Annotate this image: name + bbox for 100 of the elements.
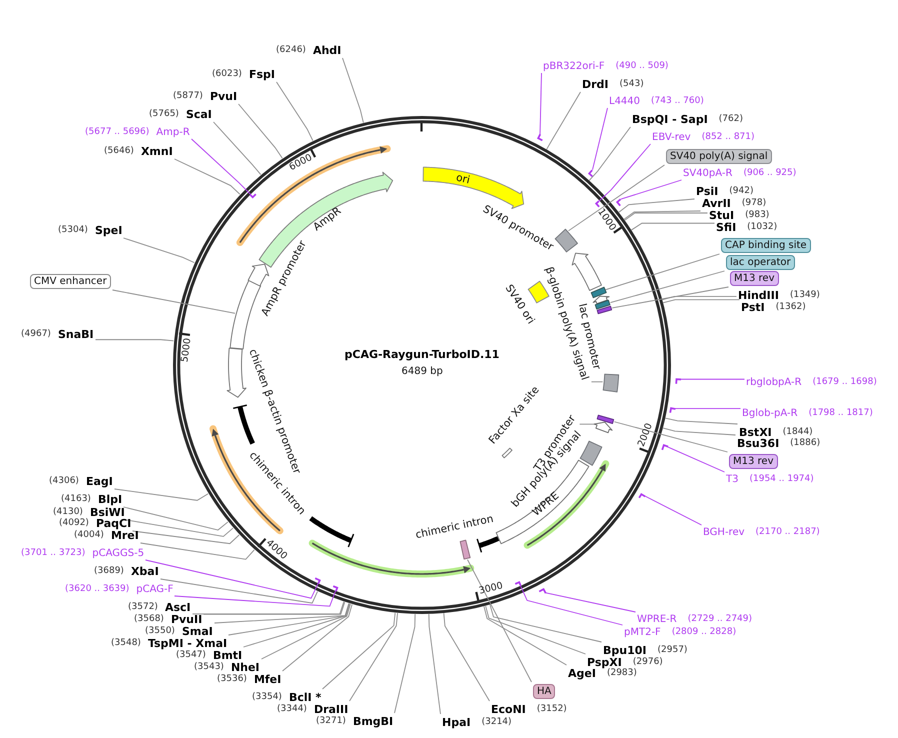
cut-position: (6246) — [276, 45, 306, 55]
primer-range: (852 .. 871) — [702, 132, 755, 142]
leader-line — [579, 424, 597, 425]
enzyme-name: XbaI — [130, 564, 159, 578]
primer-mark — [669, 406, 676, 413]
cut-position: (3547) — [176, 650, 206, 660]
primer-mark — [314, 577, 321, 584]
enzyme-name: AhdI — [312, 44, 342, 56]
feature-box — [555, 229, 578, 253]
cut-position: (2957) — [658, 645, 688, 655]
leader-line — [123, 506, 228, 531]
cut-position: (4130) — [53, 507, 83, 517]
enzyme-name: MfeI — [254, 672, 282, 686]
cut-position: (942) — [729, 186, 754, 196]
enzyme-name: BmtI — [212, 648, 242, 662]
primer-name: pCAG-F — [136, 584, 174, 594]
enzyme-name: XmnI — [140, 144, 173, 158]
cut-position: (1362) — [776, 302, 806, 312]
leader-line — [132, 530, 240, 544]
leader-line — [126, 520, 234, 537]
primer-mark — [588, 169, 594, 177]
feature-tag: lac operator — [726, 254, 795, 270]
scale-number: 2000 — [636, 422, 656, 448]
cut-position: (5304) — [58, 225, 88, 235]
leader-line — [605, 254, 720, 290]
leader-line — [610, 270, 725, 303]
enzyme-name: DrdI — [582, 78, 609, 90]
feature-box — [229, 280, 261, 350]
cut-position: (3344) — [277, 704, 307, 714]
scale-number: 5000 — [180, 337, 194, 363]
cut-position: (3354) — [252, 692, 282, 702]
leader-line — [644, 496, 702, 526]
primer-range: (1798 .. 1817) — [808, 408, 873, 418]
primer-name: pMT2-F — [624, 626, 661, 638]
cut-position: (1032) — [747, 222, 778, 232]
leader-line — [490, 604, 602, 642]
primer-name: EBV-rev — [652, 132, 691, 142]
leader-line — [568, 164, 665, 232]
enzyme-name: PaqCI — [96, 516, 132, 530]
enzyme-name: PvuI — [210, 90, 238, 102]
feature-box — [460, 540, 471, 560]
enzyme-name: AvrII — [702, 196, 731, 210]
primer-mark — [661, 444, 668, 450]
primer-mark — [536, 134, 543, 142]
enzyme-name: EcoNI — [491, 702, 526, 716]
enzyme-name: NheI — [230, 660, 260, 674]
leader-line — [598, 144, 651, 202]
enzyme-name: PsiI — [696, 184, 718, 198]
primer-range: (2170 .. 2187) — [756, 527, 820, 537]
leader-line — [620, 180, 682, 200]
feature-box — [602, 373, 619, 392]
feature-label: chimeric intron — [415, 514, 496, 542]
cut-position: (762) — [718, 114, 743, 124]
leader-line — [591, 381, 604, 382]
leader-line — [145, 560, 319, 599]
feature-tag: CMV enhancer — [30, 274, 111, 288]
primer-range: (1954 .. 1974) — [749, 474, 814, 484]
leader-line — [662, 428, 736, 436]
cut-position: (543) — [620, 79, 644, 89]
scale-number: 3000 — [478, 582, 504, 598]
cut-position: (3271) — [316, 716, 346, 726]
cut-position: (3689) — [94, 566, 124, 576]
leader-line — [623, 210, 701, 220]
primer-name: WPRE-R — [637, 614, 677, 624]
leader-line — [614, 421, 728, 452]
primer-name: L4440 — [609, 96, 640, 106]
leader-line — [282, 604, 353, 672]
enzyme-name: Bpu10I — [603, 644, 646, 656]
enzyme-name: SmaI — [182, 624, 213, 638]
primer-range: (3701 .. 3723) — [21, 548, 86, 558]
leader-line — [238, 104, 283, 159]
feature-band — [594, 422, 612, 434]
primer-name: BGH-rev — [703, 526, 745, 538]
cut-position: (4967) — [21, 329, 51, 339]
cut-position: (3214) — [482, 717, 512, 727]
leader-line — [243, 603, 350, 648]
feature-tag: HA — [533, 684, 556, 698]
primer-mark — [595, 200, 600, 208]
enzyme-name: SnaBI — [58, 328, 94, 340]
primer-range: (3620 .. 3639) — [65, 584, 130, 594]
primer-range: (743 .. 760) — [651, 96, 704, 106]
leader-line — [322, 612, 396, 690]
cut-position: (3548) — [111, 638, 141, 648]
leader-line — [624, 212, 708, 221]
cut-position: (4306) — [49, 476, 79, 486]
cut-position: (5646) — [104, 146, 134, 156]
feature-box — [597, 414, 614, 424]
leader-line — [592, 108, 608, 170]
primer-name: pBR322ori-F — [543, 60, 605, 72]
leader-line — [467, 559, 532, 682]
cut-position: (1844) — [782, 427, 813, 437]
leader-line — [213, 122, 262, 176]
leader-line — [588, 126, 631, 182]
cut-position: (983) — [745, 210, 770, 220]
enzyme-name: EagI — [86, 474, 113, 488]
primer-range: (2729 .. 2749) — [688, 614, 752, 624]
leader-line — [174, 158, 240, 195]
leader-line — [674, 408, 741, 410]
cut-position: (2983) — [606, 668, 637, 678]
primer-name: Amp-R — [156, 126, 190, 138]
